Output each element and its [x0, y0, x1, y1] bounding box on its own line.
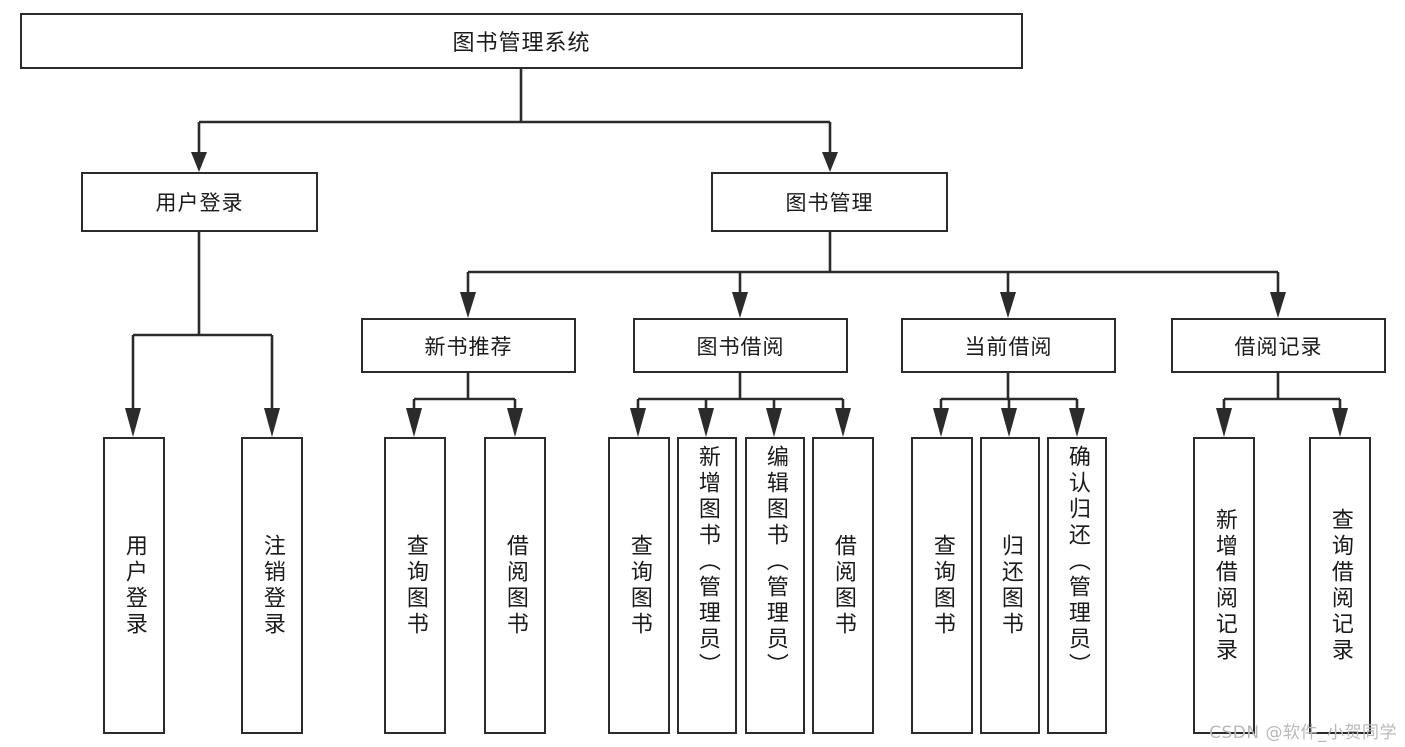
arrow-to-leaf-add-record — [1216, 408, 1232, 437]
node-label: 编辑图书（管理员） — [762, 445, 788, 679]
node-label: 用户登录 — [155, 191, 244, 215]
arrow-to-user-login — [191, 152, 207, 172]
node-label: 查询图书 — [929, 533, 955, 638]
arrow-to-leaf-borrow-book-2 — [835, 408, 851, 437]
arrow-to-new-book-recommend — [460, 292, 476, 318]
node-leaf-query-book-3[interactable]: 查询图书 — [911, 437, 973, 734]
arrow-to-leaf-user-logout — [264, 408, 280, 437]
arrow-to-leaf-borrow-book-1 — [507, 408, 523, 437]
node-label: 用户登录 — [121, 533, 147, 638]
node-label: 确认归还（管理员） — [1064, 445, 1090, 679]
arrow-to-leaf-return-book — [1001, 408, 1017, 437]
node-book-borrow[interactable]: 图书借阅 — [633, 318, 848, 373]
node-label: 查询图书 — [402, 533, 428, 638]
node-new-book-recommend[interactable]: 新书推荐 — [361, 318, 576, 373]
node-label: 借阅图书 — [502, 533, 528, 638]
arrow-to-leaf-query-book-1 — [406, 408, 422, 437]
node-leaf-add-book[interactable]: 新增图书（管理员） — [677, 437, 737, 734]
arrow-to-book-borrow — [732, 292, 748, 318]
node-leaf-query-book-1[interactable]: 查询图书 — [384, 437, 446, 734]
node-leaf-user-logout[interactable]: 注销登录 — [241, 437, 303, 734]
watermark-text: CSDN @软件_小贺同学 — [1209, 723, 1397, 743]
node-leaf-user-login[interactable]: 用户登录 — [103, 437, 165, 734]
node-leaf-return-book[interactable]: 归还图书 — [980, 437, 1040, 734]
node-leaf-edit-book[interactable]: 编辑图书（管理员） — [745, 437, 805, 734]
node-label: 查询借阅记录 — [1327, 507, 1353, 664]
node-label: 图书借阅 — [696, 334, 785, 359]
arrow-to-current-borrow — [1000, 292, 1016, 318]
arrow-to-leaf-add-book — [698, 408, 714, 437]
arrow-to-leaf-query-book-2 — [630, 408, 646, 437]
node-label: 新书推荐 — [424, 334, 513, 359]
node-label: 图书管理系统 — [452, 31, 591, 56]
node-book-management[interactable]: 图书管理 — [711, 172, 948, 232]
node-leaf-borrow-book-1[interactable]: 借阅图书 — [484, 437, 546, 734]
arrow-to-leaf-query-record — [1332, 408, 1348, 437]
node-leaf-query-book-2[interactable]: 查询图书 — [608, 437, 670, 734]
node-leaf-add-record[interactable]: 新增借阅记录 — [1193, 437, 1255, 734]
node-label: 归还图书 — [997, 533, 1023, 638]
node-current-borrow[interactable]: 当前借阅 — [901, 318, 1116, 373]
node-leaf-borrow-book-2[interactable]: 借阅图书 — [812, 437, 874, 734]
node-root-system[interactable]: 图书管理系统 — [20, 13, 1023, 69]
node-leaf-confirm-return[interactable]: 确认归还（管理员） — [1047, 437, 1107, 734]
node-user-login[interactable]: 用户登录 — [81, 172, 318, 232]
node-label: 查询图书 — [626, 533, 652, 638]
node-label: 借阅记录 — [1234, 334, 1323, 359]
node-label: 借阅图书 — [830, 533, 856, 638]
arrow-to-book-management — [822, 152, 838, 172]
node-label: 新增图书（管理员） — [694, 445, 720, 679]
arrow-to-borrow-record — [1270, 292, 1286, 318]
arrow-to-leaf-edit-book — [766, 408, 782, 437]
node-label: 当前借阅 — [964, 334, 1053, 359]
node-label: 注销登录 — [259, 533, 285, 638]
arrow-to-leaf-user-login — [125, 408, 141, 437]
node-label: 图书管理 — [785, 191, 874, 215]
arrow-to-leaf-confirm-return — [1069, 408, 1085, 437]
node-borrow-record[interactable]: 借阅记录 — [1171, 318, 1386, 373]
node-label: 新增借阅记录 — [1211, 507, 1237, 664]
node-leaf-query-record[interactable]: 查询借阅记录 — [1309, 437, 1371, 734]
arrow-to-leaf-query-book-3 — [933, 408, 949, 437]
